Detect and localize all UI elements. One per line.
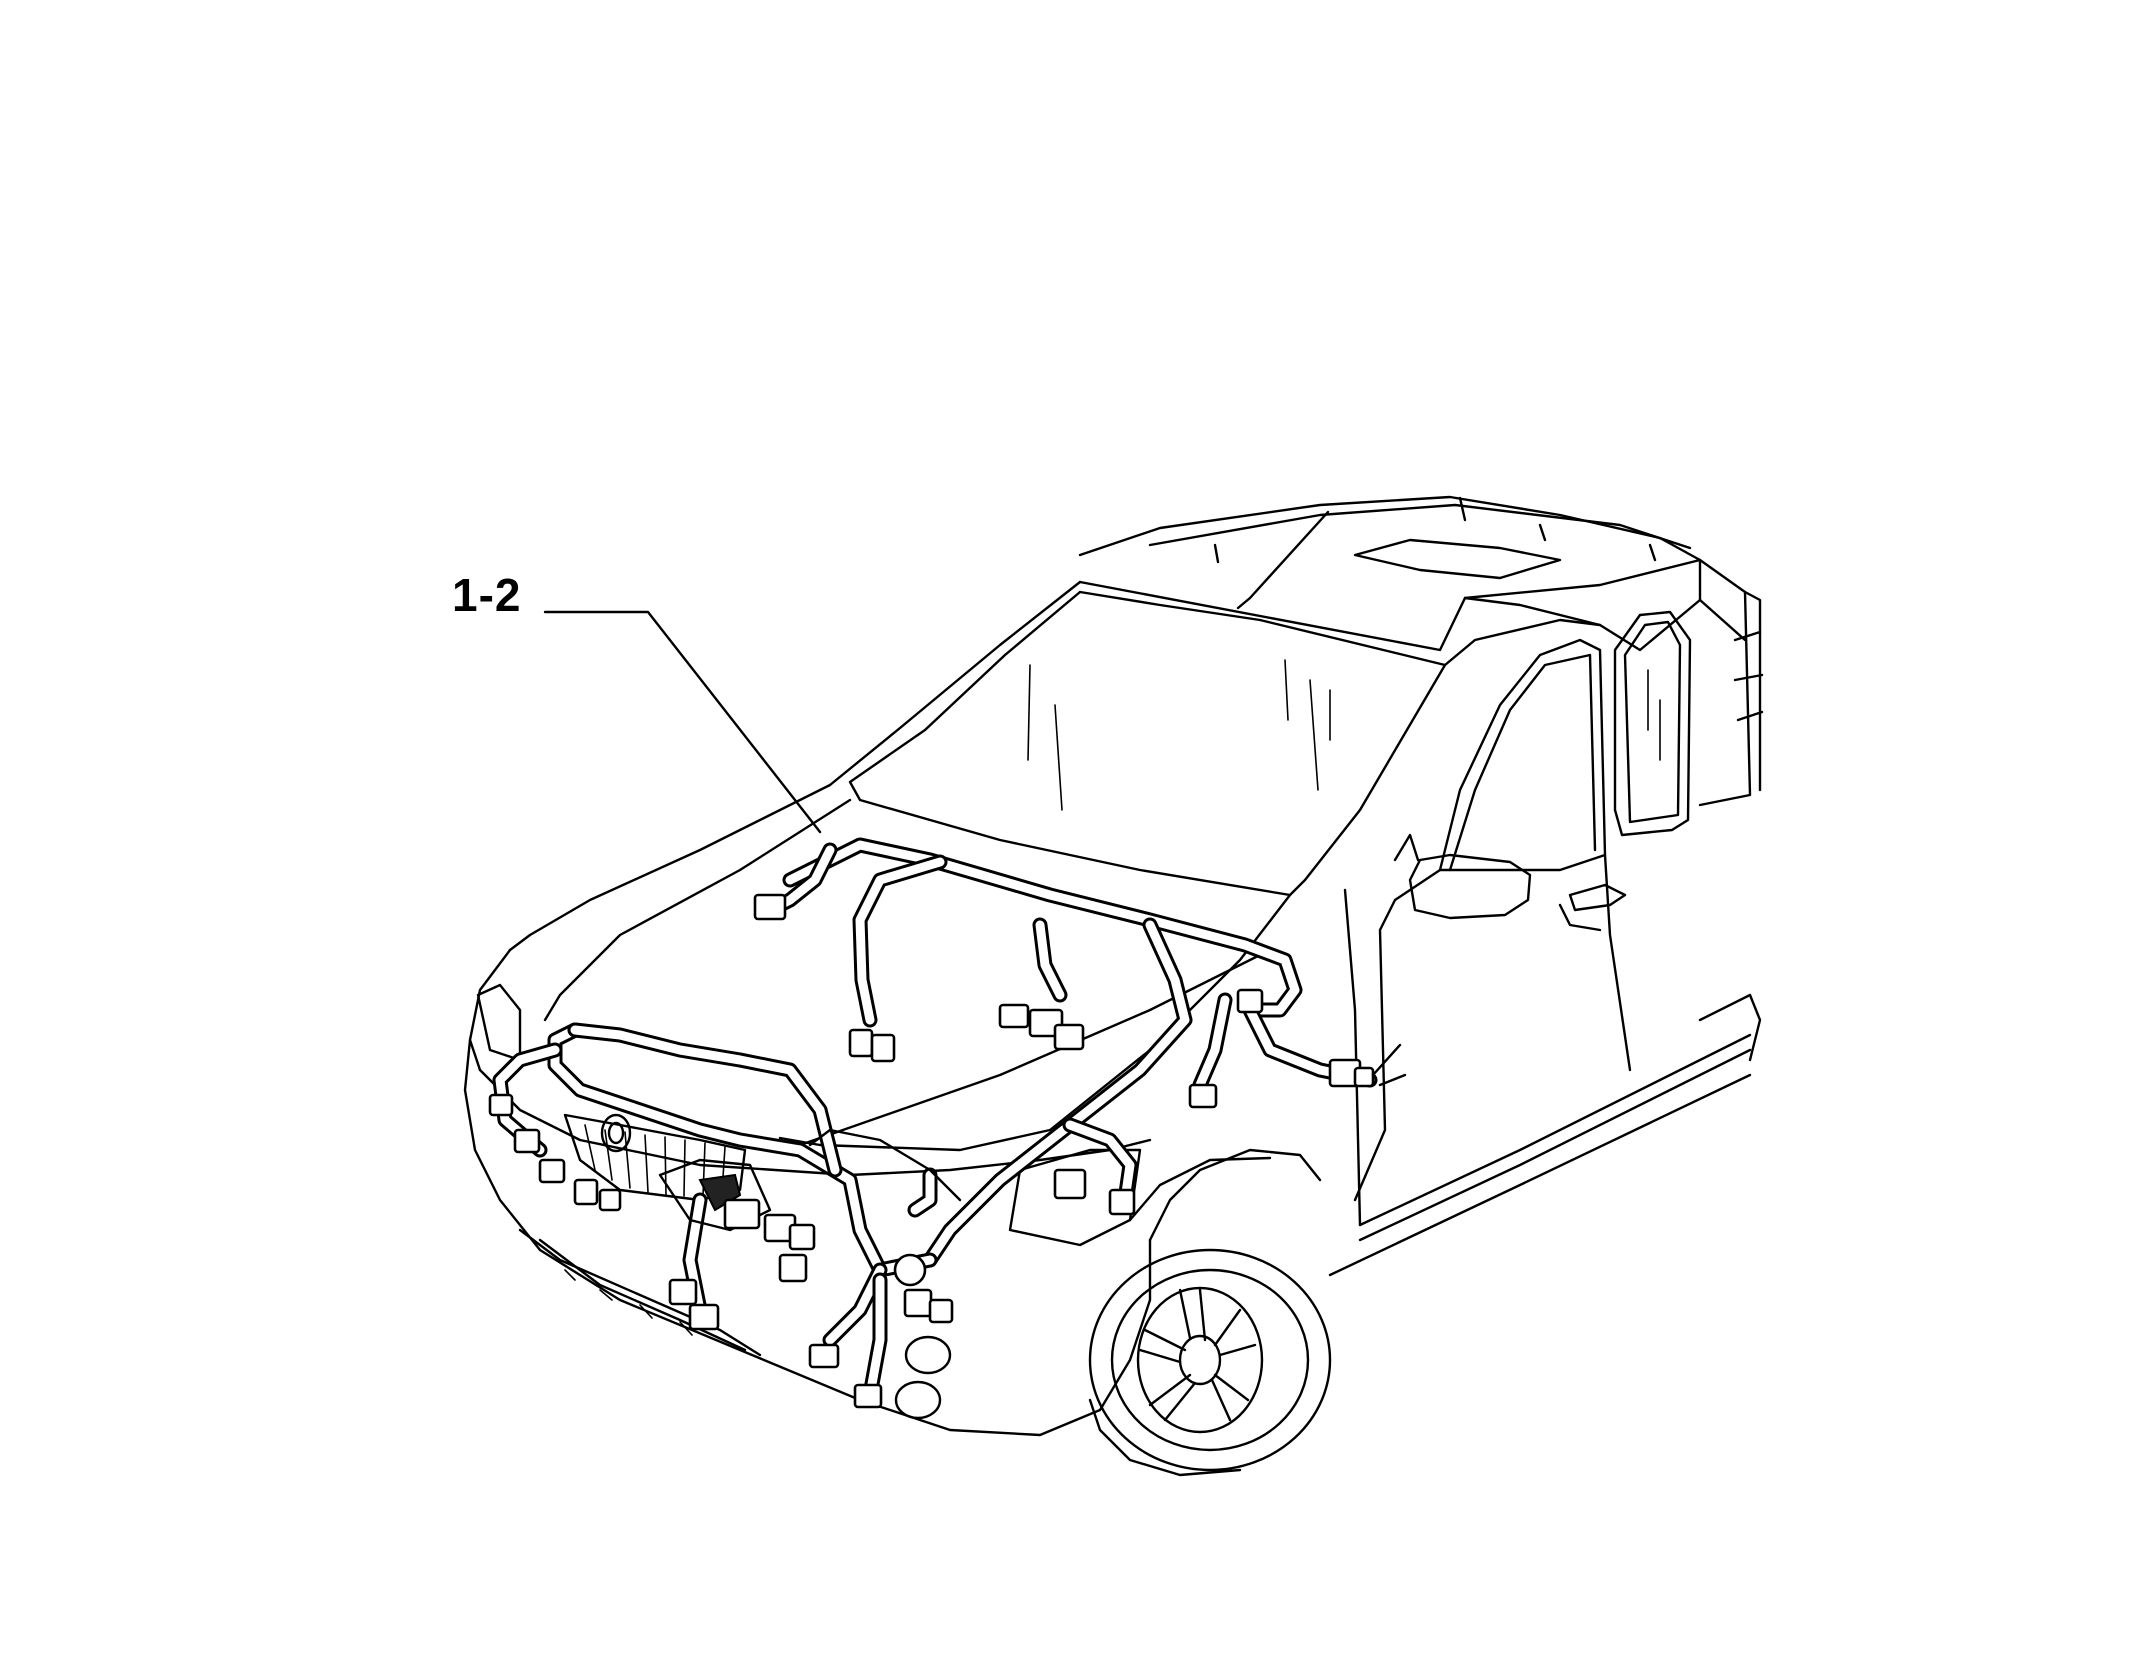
car-body — [463, 495, 1764, 1477]
callout-leader-line — [543, 610, 822, 834]
callout-label-1-2: 1-2 — [452, 569, 522, 621]
harness-connectors — [488, 893, 1407, 1409]
